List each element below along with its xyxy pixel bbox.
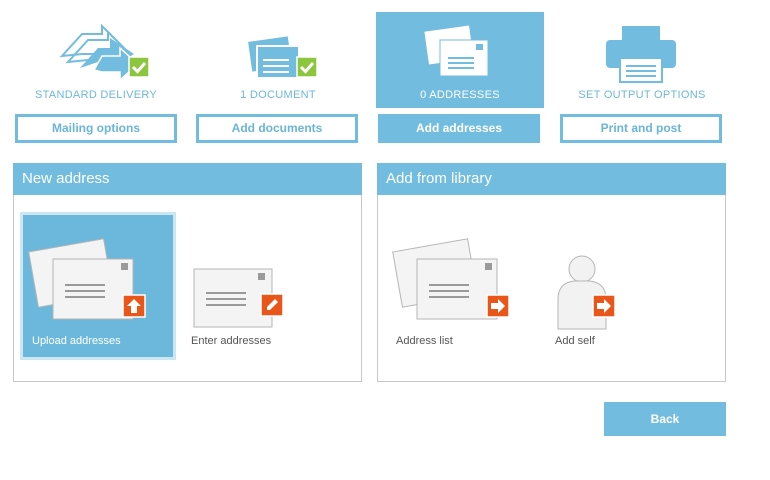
back-button[interactable]: Back (604, 402, 726, 436)
print-and-post-button[interactable]: Print and post (560, 114, 722, 143)
step-documents: 1 DOCUMENT (194, 12, 362, 108)
address-list-tile[interactable]: Address list (387, 215, 537, 357)
upload-addresses-tile[interactable]: Upload addresses (23, 215, 173, 357)
upload-addresses-label: Upload addresses (32, 335, 121, 347)
arrow-right-icon (592, 294, 616, 318)
enter-envelope-icon (193, 268, 284, 328)
step-label: 0 ADDRESSES (420, 89, 500, 101)
library-panel: Add from library Address list (377, 163, 726, 382)
add-documents-button[interactable]: Add documents (196, 114, 358, 143)
add-addresses-button[interactable]: Add addresses (378, 114, 540, 143)
pencil-icon (260, 293, 284, 317)
printer-icon (606, 26, 676, 83)
person-icon (557, 255, 616, 330)
document-stack-icon (245, 34, 318, 79)
envelope-stack-icon (423, 24, 489, 77)
address-list-label: Address list (396, 335, 453, 347)
arrow-right-icon (486, 294, 510, 318)
mailing-options-button[interactable]: Mailing options (15, 114, 177, 143)
step-label: STANDARD DELIVERY (34, 89, 158, 101)
address-list-icon (392, 238, 510, 320)
step-standard-delivery: STANDARD DELIVERY (12, 12, 180, 108)
check-icon (128, 56, 150, 78)
enter-addresses-tile[interactable]: Enter addresses (182, 215, 332, 357)
new-address-panel: New address Upload addresses (13, 163, 362, 382)
step-label: 1 DOCUMENT (240, 89, 316, 101)
step-output-options: SET OUTPUT OPTIONS (558, 12, 726, 108)
add-self-label: Add self (555, 335, 595, 347)
upload-envelope-icon (28, 238, 146, 320)
panel-title: Add from library (377, 163, 726, 195)
upload-arrow-icon (122, 294, 146, 318)
step-label: SET OUTPUT OPTIONS (578, 89, 706, 101)
add-self-tile[interactable]: Add self (546, 215, 696, 357)
panel-title: New address (13, 163, 362, 195)
delivery-arrows-icon (59, 23, 150, 82)
enter-addresses-label: Enter addresses (191, 335, 272, 347)
step-addresses: 0 ADDRESSES (376, 12, 544, 108)
check-icon (296, 56, 318, 78)
